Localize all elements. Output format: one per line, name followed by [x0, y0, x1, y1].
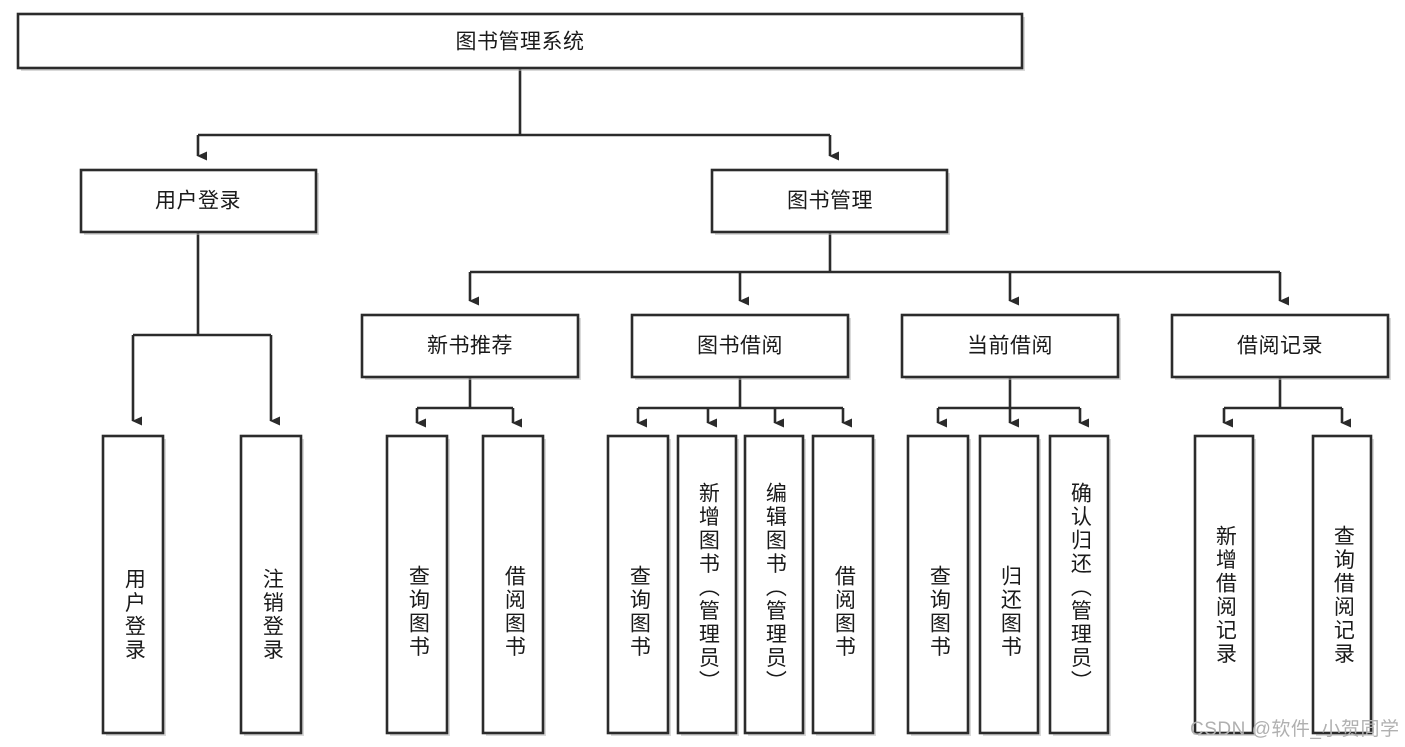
- node-root-label: 图书管理系统: [456, 31, 585, 54]
- connector-new-book-to-leaves: [415, 377, 522, 428]
- leaf-book-borrow-2[interactable]: [743, 434, 805, 735]
- node-new-book-recommend[interactable]: [360, 313, 580, 379]
- leaf-current-borrow-2[interactable]: [1048, 434, 1110, 735]
- leaf-book-borrow-1-label: 新增图书（管理员）: [696, 481, 720, 694]
- leaf-book-borrow-0[interactable]: [606, 434, 670, 735]
- leaf-new-book-1-cell: 借阅图书: [483, 436, 543, 733]
- leaf-book-borrow-0-cell: 查询图书: [608, 436, 668, 733]
- leaf-current-borrow-0-cell: 查询图书: [908, 436, 968, 733]
- csdn-watermark: CSDN @软件_小贺同学: [1190, 719, 1400, 740]
- leaf-user-login-1[interactable]: [239, 434, 303, 735]
- leaf-current-borrow-0[interactable]: [906, 434, 970, 735]
- leaf-book-borrow-1-cell: 新增图书（管理员）: [678, 436, 736, 733]
- leaf-book-borrow-0-label: 查询图书: [627, 565, 651, 659]
- connector-root-to-level2: [196, 68, 839, 161]
- node-current-borrow[interactable]: [900, 313, 1120, 379]
- leaf-borrow-record-1-cell: 查询借阅记录: [1313, 436, 1371, 733]
- leaf-current-borrow-1[interactable]: [978, 434, 1040, 735]
- leaf-current-borrow-1-label: 归还图书: [998, 565, 1022, 659]
- leaf-user-login-0[interactable]: [101, 434, 165, 735]
- connector-level2-to-level3: [468, 232, 1289, 306]
- leaf-new-book-0[interactable]: [385, 434, 449, 735]
- leaf-book-borrow-3-label: 借阅图书: [832, 565, 856, 659]
- leaf-book-borrow-2-label: 编辑图书（管理员）: [763, 481, 787, 694]
- leaf-book-borrow-3[interactable]: [811, 434, 875, 735]
- leaf-book-borrow-3-cell: 借阅图书: [813, 436, 873, 733]
- leaf-new-book-0-label: 查询图书: [406, 565, 430, 659]
- node-book-borrow-label: 图书借阅: [697, 335, 783, 358]
- leaf-new-book-1-label: 借阅图书: [502, 565, 526, 659]
- connector-book-borrow-to-leaves: [636, 377, 852, 428]
- node-book-borrow[interactable]: [630, 313, 850, 379]
- leaf-new-book-0-cell: 查询图书: [387, 436, 447, 733]
- connector-borrow-record-to-leaves: [1222, 377, 1351, 428]
- leaf-current-borrow-2-label: 确认归还（管理员）: [1068, 481, 1092, 694]
- connector-user-login-to-leaves: [131, 232, 280, 426]
- leaf-current-borrow-0-label: 查询图书: [927, 565, 951, 659]
- leaf-user-login-1-cell: 注销登录: [241, 436, 301, 733]
- leaf-current-borrow-1-cell: 归还图书: [980, 436, 1038, 733]
- node-borrow-record-label: 借阅记录: [1237, 335, 1323, 358]
- node-user-login-label: 用户登录: [155, 190, 241, 213]
- node-borrow-record[interactable]: [1170, 313, 1390, 379]
- node-new-book-recommend-label: 新书推荐: [427, 335, 513, 358]
- leaf-user-login-0-cell: 用户登录: [103, 436, 163, 733]
- leaf-borrow-record-0-cell: 新增借阅记录: [1195, 436, 1253, 733]
- node-book-management[interactable]: [710, 168, 949, 234]
- leaf-borrow-record-1[interactable]: [1311, 434, 1373, 735]
- leaf-current-borrow-2-cell: 确认归还（管理员）: [1050, 436, 1108, 733]
- leaf-borrow-record-0[interactable]: [1193, 434, 1255, 735]
- leaf-book-borrow-1[interactable]: [676, 434, 738, 735]
- leaf-new-book-1[interactable]: [481, 434, 545, 735]
- leaf-borrow-record-0-label: 新增借阅记录: [1213, 525, 1237, 666]
- node-user-login[interactable]: [79, 168, 318, 234]
- connector-current-borrow-to-leaves: [936, 377, 1089, 428]
- leaf-borrow-record-1-label: 查询借阅记录: [1331, 525, 1355, 666]
- leaf-book-borrow-2-cell: 编辑图书（管理员）: [745, 436, 803, 733]
- leaf-user-login-0-label: 用户登录: [122, 567, 146, 662]
- node-root[interactable]: [16, 12, 1024, 70]
- leaf-user-login-1-label: 注销登录: [260, 567, 284, 662]
- node-current-borrow-label: 当前借阅: [967, 335, 1053, 358]
- node-book-management-label: 图书管理: [787, 190, 873, 213]
